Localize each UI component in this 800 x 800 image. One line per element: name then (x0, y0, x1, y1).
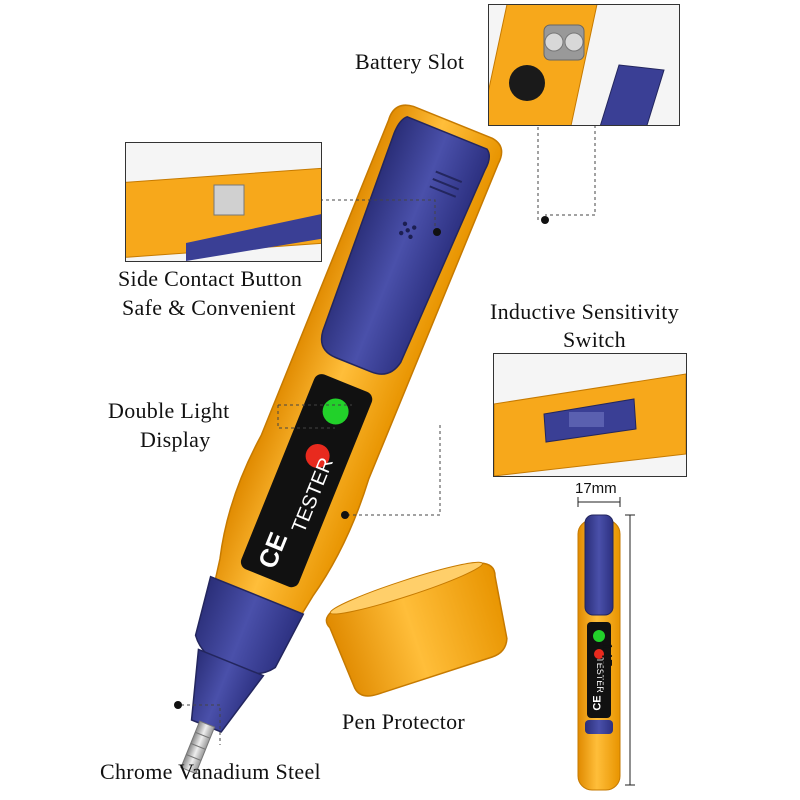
speaker-holes (399, 221, 417, 240)
inductive-label-1: Inductive Sensitivity (490, 299, 680, 324)
pen-protector (325, 561, 508, 697)
width-dimension-label: 17mm (575, 480, 617, 497)
side-contact-inset (125, 142, 322, 262)
side-contact-label-1: Side Contact Button (118, 266, 303, 291)
inductive-switch-inset (493, 353, 687, 477)
callout-lines (175, 123, 596, 745)
double-light-label-1: Double Light (108, 398, 230, 423)
green-light (322, 398, 349, 425)
dimension-lines (577, 497, 635, 786)
callout-dots (174, 216, 549, 709)
side-contact-label-2: Safe & Convenient (122, 295, 296, 320)
main-pen (180, 104, 503, 775)
pen-protector-label: Pen Protector (342, 709, 466, 734)
double-light-label-2: Display (140, 427, 211, 452)
battery-slot-label: Battery Slot (355, 49, 465, 74)
red-light (305, 443, 330, 468)
reference-pen (577, 514, 621, 791)
chrome-steel-label: Chrome Vanadium Steel (100, 759, 321, 784)
battery-slot-inset (488, 4, 680, 126)
inductive-label-2: Switch (563, 327, 626, 352)
ref-ce-mark: CE (591, 695, 604, 711)
inductive-switch-image (494, 354, 686, 476)
battery-slot-image (489, 5, 679, 125)
length-dimension-label: 145mm (598, 642, 615, 693)
side-contact-image (126, 143, 321, 261)
